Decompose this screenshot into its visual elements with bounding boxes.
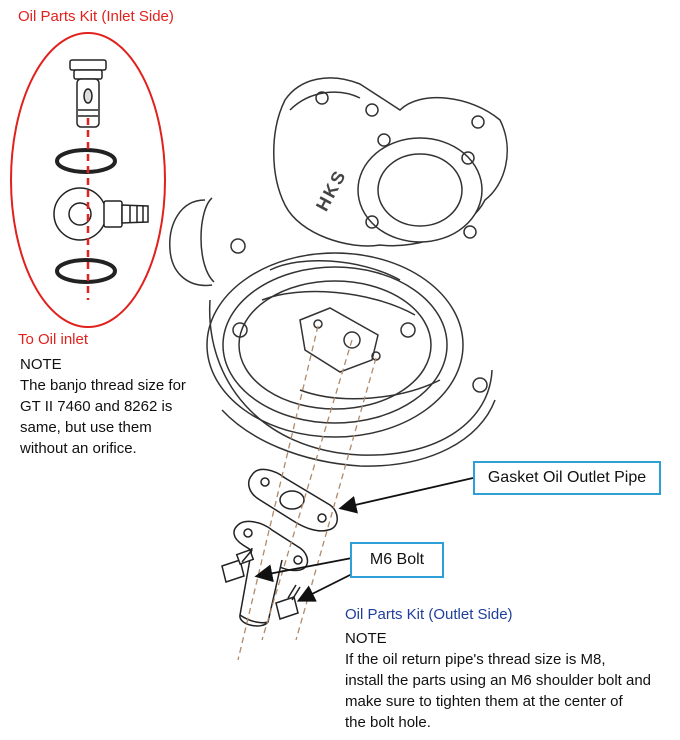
inlet-note-line: same, but use them [20, 419, 152, 436]
m6-bolt-left-icon [221, 548, 255, 583]
to-oil-inlet-label: To Oil inlet [18, 331, 89, 348]
outlet-note-heading: NOTE [345, 630, 387, 647]
outlet-kit-title: Oil Parts Kit (Outlet Side) [345, 606, 513, 623]
outlet-note-line: the bolt hole. [345, 714, 431, 731]
m6-bolt-right-icon [275, 584, 301, 620]
inlet-note: NOTE The banjo thread size for GT II 746… [20, 354, 210, 459]
o-ring-lower-icon [55, 258, 117, 284]
banjo-fitting-icon [53, 187, 149, 241]
gasket-leader-arrow [338, 477, 474, 514]
bolt-leader-arrow-right [296, 571, 357, 602]
inlet-note-line: The banjo thread size for [20, 377, 186, 394]
inlet-note-line: GT II 7460 and 8262 is [20, 398, 173, 415]
outlet-note-line: If the oil return pipe's thread size is … [345, 651, 606, 668]
inlet-note-line: without an orifice. [20, 440, 137, 457]
outlet-note: NOTE If the oil return pipe's thread siz… [345, 628, 675, 733]
turbocharger-icon [169, 77, 508, 467]
outlet-note-line: make sure to tighten them at the center … [345, 693, 623, 710]
inlet-kit-title: Oil Parts Kit (Inlet Side) [18, 8, 174, 25]
gasket-callout: Gasket Oil Outlet Pipe [473, 461, 661, 495]
inlet-note-heading: NOTE [20, 356, 62, 373]
m6-bolt-callout: M6 Bolt [350, 542, 444, 578]
bolt-leader-arrow-left [254, 557, 353, 583]
banjo-bolt-icon [69, 59, 107, 128]
inlet-kit-oval [10, 32, 166, 328]
gasket-callout-label: Gasket Oil Outlet Pipe [487, 469, 647, 486]
o-ring-upper-icon [55, 148, 117, 174]
m6-bolt-callout-label: M6 Bolt [369, 551, 425, 568]
gasket-oil-outlet-icon [247, 468, 338, 532]
outlet-note-line: install the parts using an M6 shoulder b… [345, 672, 652, 689]
